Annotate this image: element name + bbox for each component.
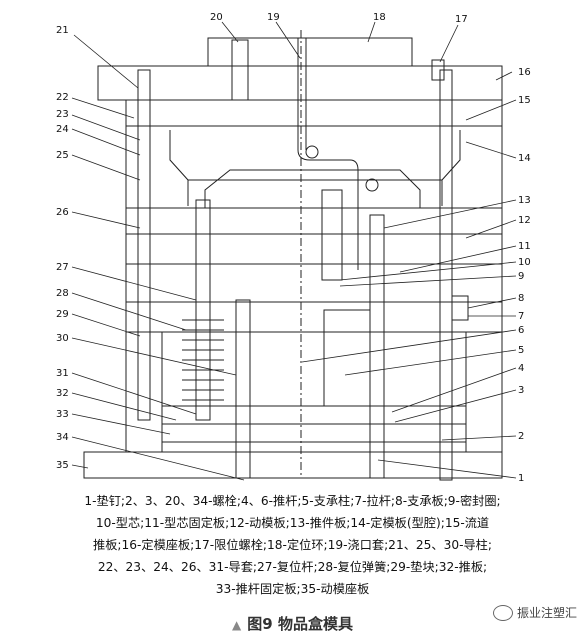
mold-assembly-drawing: 20 19 18 17 21 16 22 15 23 24 14 25 13 2… bbox=[56, 12, 531, 484]
callout-14: 14 bbox=[518, 153, 531, 164]
callout-5: 5 bbox=[518, 345, 524, 356]
triangle-icon: ▲ bbox=[232, 618, 242, 632]
fixed-mold-plate bbox=[126, 126, 502, 208]
callout-30: 30 bbox=[56, 333, 69, 344]
callout-23: 23 bbox=[56, 109, 69, 120]
return-spring bbox=[182, 320, 224, 400]
moving-mold-plate bbox=[126, 234, 502, 264]
legend-line: 推板;16-定模座板;17-限位螺栓;18-定位环;19-浇口套;21、25、3… bbox=[93, 538, 492, 552]
spacer-block-right bbox=[466, 332, 502, 452]
callout-25: 25 bbox=[56, 150, 69, 161]
legend-line: 33-推杆固定板;35-动模座板 bbox=[215, 582, 370, 596]
callout-numbers: 20 19 18 17 21 16 22 15 23 24 14 25 13 2… bbox=[56, 12, 531, 484]
parts-legend: 1-垫钉;2、3、20、34-螺栓;4、6-推杆;5-支承柱;7-拉杆;8-支承… bbox=[6, 490, 579, 600]
figure-caption: ▲ 图9 物品盒模具 bbox=[0, 613, 585, 637]
watermark-text: 振业注塑汇 bbox=[516, 606, 577, 620]
callout-8: 8 bbox=[518, 293, 524, 304]
callout-24: 24 bbox=[56, 124, 69, 135]
callout-7: 7 bbox=[518, 311, 524, 322]
locating-ring bbox=[208, 38, 412, 66]
caption-text: 图9 物品盒模具 bbox=[247, 615, 353, 633]
ejector-pin-right bbox=[370, 215, 384, 478]
guide-pillar-right bbox=[440, 70, 452, 480]
callout-10: 10 bbox=[518, 257, 531, 268]
legend-line: 10-型芯;11-型芯固定板;12-动模板;13-推件板;14-定模板(型腔);… bbox=[95, 516, 490, 530]
cooling-channel-2 bbox=[366, 179, 378, 191]
callout-21: 21 bbox=[56, 25, 69, 36]
cavity-outline bbox=[170, 130, 460, 206]
core bbox=[205, 170, 420, 208]
callout-1: 1 bbox=[518, 473, 524, 484]
spacer-block-left bbox=[126, 332, 162, 452]
callout-16: 16 bbox=[518, 67, 531, 78]
mold-structure bbox=[84, 30, 502, 480]
bottom-clamping-plate bbox=[84, 452, 502, 478]
callout-33: 33 bbox=[56, 409, 69, 420]
limit-bolt bbox=[432, 60, 444, 80]
legend-line: 1-垫钉;2、3、20、34-螺栓;4、6-推杆;5-支承柱;7-拉杆;8-支承… bbox=[84, 494, 501, 508]
callout-20: 20 bbox=[210, 12, 223, 23]
callout-27: 27 bbox=[56, 262, 69, 273]
return-pin bbox=[196, 200, 210, 420]
callout-28: 28 bbox=[56, 288, 69, 299]
callout-35: 35 bbox=[56, 460, 69, 471]
callout-9: 9 bbox=[518, 271, 524, 282]
callout-12: 12 bbox=[518, 215, 531, 226]
callout-26: 26 bbox=[56, 207, 69, 218]
watermark: 振业注塑汇 bbox=[492, 604, 577, 621]
callout-6: 6 bbox=[518, 325, 524, 336]
ejector-pin-left bbox=[236, 300, 250, 478]
sprue-bushing bbox=[298, 38, 358, 270]
callout-31: 31 bbox=[56, 368, 69, 379]
runner-stripper-plate bbox=[126, 100, 502, 126]
tie-rod bbox=[452, 296, 468, 320]
callout-2: 2 bbox=[518, 431, 524, 442]
callout-34: 34 bbox=[56, 432, 69, 443]
callout-22: 22 bbox=[56, 92, 69, 103]
callout-3: 3 bbox=[518, 385, 524, 396]
central-core-insert bbox=[322, 190, 342, 280]
top-clamping-plate bbox=[98, 66, 502, 100]
guide-pillar-left bbox=[138, 70, 150, 420]
leader-lines bbox=[72, 22, 516, 480]
legend-line: 22、23、24、26、31-导套;27-复位杆;28-复位弹簧;29-垫块;3… bbox=[97, 560, 488, 574]
callout-18: 18 bbox=[373, 12, 386, 23]
callout-13: 13 bbox=[518, 195, 531, 206]
callout-4: 4 bbox=[518, 363, 524, 374]
callout-11: 11 bbox=[518, 241, 531, 252]
support-plate bbox=[126, 302, 502, 332]
ejector-plate bbox=[162, 424, 466, 442]
callout-29: 29 bbox=[56, 309, 69, 320]
support-pillar bbox=[324, 310, 370, 406]
cooling-channel-1 bbox=[306, 146, 318, 158]
wechat-icon bbox=[492, 604, 513, 621]
callout-32: 32 bbox=[56, 388, 69, 399]
bolt-top bbox=[232, 40, 248, 100]
stripper-plate bbox=[126, 208, 502, 234]
callout-15: 15 bbox=[518, 95, 531, 106]
callout-17: 17 bbox=[455, 14, 468, 25]
callout-19: 19 bbox=[267, 12, 280, 23]
